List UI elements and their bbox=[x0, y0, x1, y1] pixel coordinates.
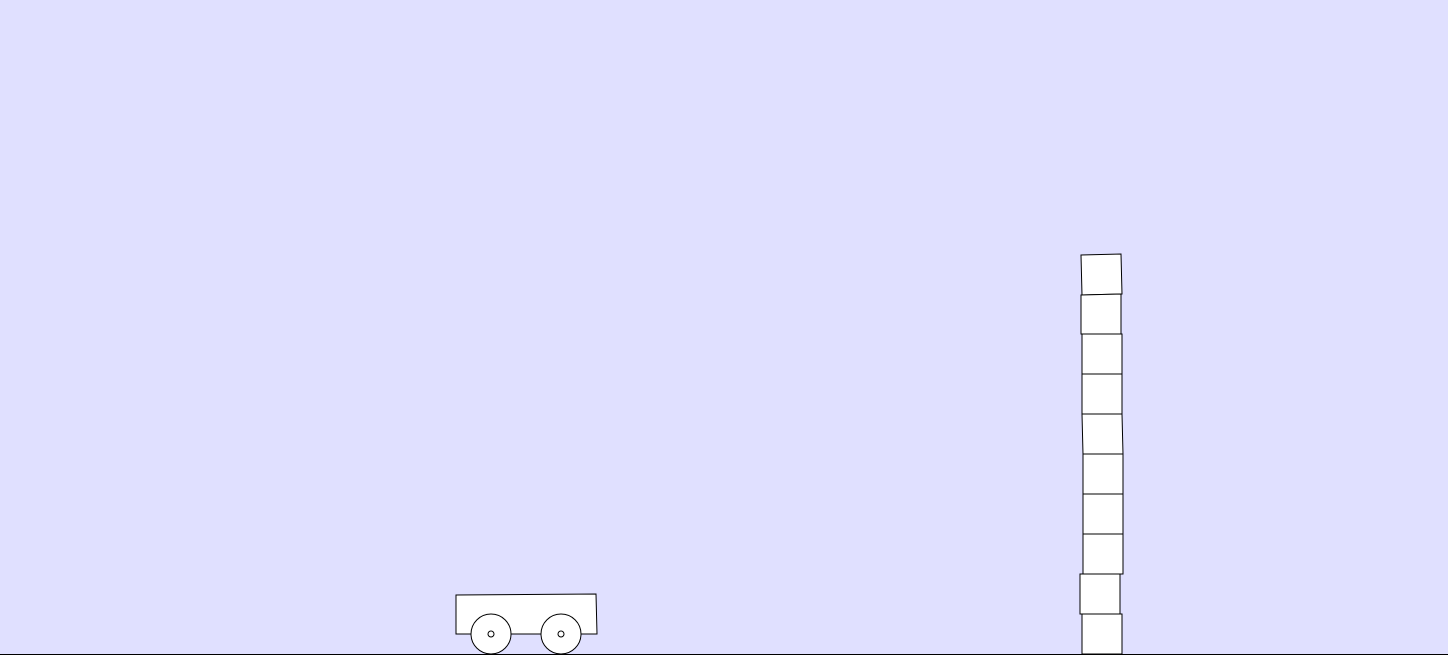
tower-box[interactable] bbox=[1082, 533, 1124, 575]
box-tower[interactable] bbox=[1079, 253, 1124, 655]
cart-wheel-rear[interactable] bbox=[540, 613, 582, 655]
tower-box[interactable] bbox=[1081, 333, 1123, 375]
tower-box[interactable] bbox=[1082, 493, 1124, 535]
wheel-axle bbox=[557, 630, 565, 638]
tower-box[interactable] bbox=[1081, 613, 1123, 655]
cart-wheel-front[interactable] bbox=[470, 613, 512, 655]
cart[interactable] bbox=[455, 593, 598, 655]
tower-box[interactable] bbox=[1079, 573, 1121, 615]
wheel-axle bbox=[487, 630, 495, 638]
tower-box[interactable] bbox=[1080, 253, 1123, 296]
tower-box[interactable] bbox=[1081, 373, 1123, 415]
tower-box[interactable] bbox=[1081, 413, 1124, 455]
tower-box[interactable] bbox=[1082, 453, 1124, 495]
tower-box[interactable] bbox=[1080, 293, 1122, 335]
